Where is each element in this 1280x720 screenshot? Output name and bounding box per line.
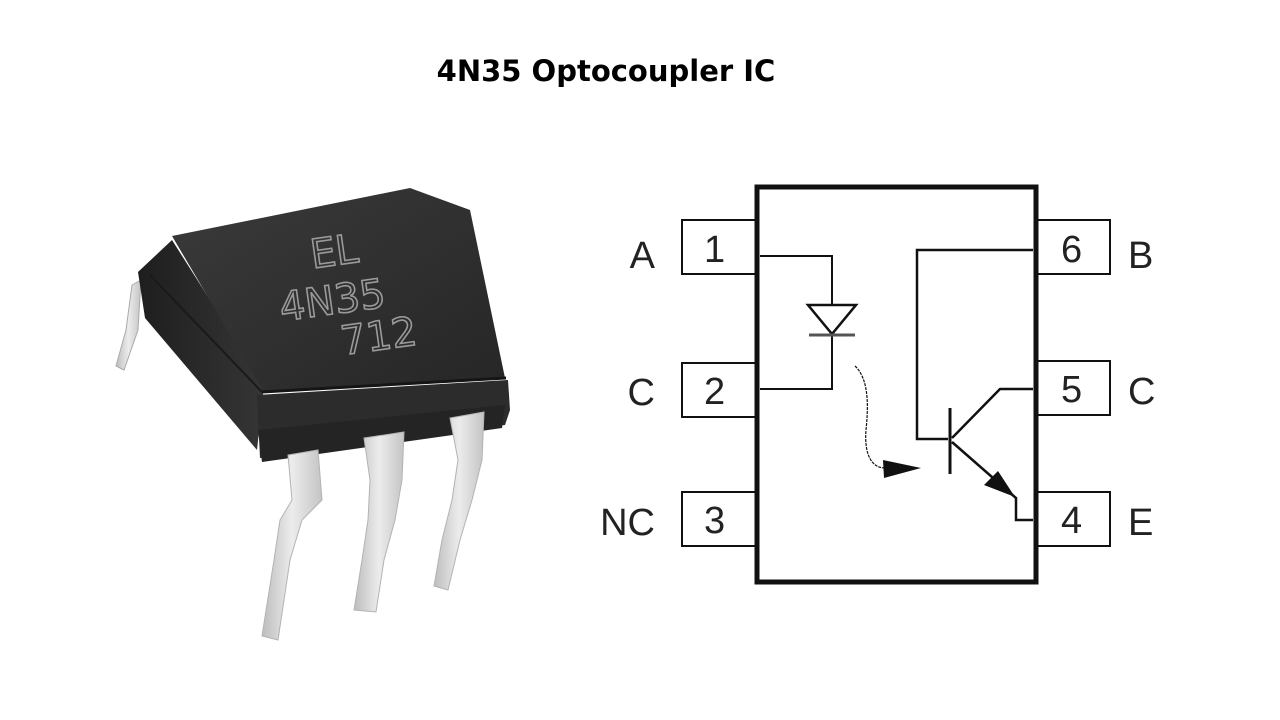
pin-number-3: 3	[704, 500, 725, 542]
pin-box-5	[1035, 360, 1111, 416]
light-arrow-icon	[883, 460, 921, 478]
pin-label-4: E	[1128, 502, 1153, 544]
pin-labels: A C NC B C E	[600, 235, 1155, 544]
emitter-wire	[951, 441, 1033, 522]
led-wire-cathode	[760, 335, 833, 390]
collector-wire	[951, 387, 1033, 439]
pin-box-2	[681, 362, 758, 418]
pin-number-5: 5	[1061, 369, 1082, 411]
page-title: 4N35 Optocoupler IC	[436, 54, 776, 88]
pin-label-5: C	[1128, 371, 1155, 413]
pin-label-6: B	[1128, 235, 1153, 277]
pin-number-2: 2	[704, 371, 725, 413]
pin-box-3	[681, 491, 758, 547]
chip-photo: EL 4N35 712	[115, 188, 510, 641]
pin-number-1: 1	[704, 229, 725, 271]
base-wire	[915, 248, 1033, 441]
light-path	[854, 365, 886, 469]
pin-box-6	[1035, 219, 1111, 275]
led-diode-icon	[805, 303, 859, 336]
chip-side-face	[138, 240, 264, 450]
emitter-arrow-icon	[984, 471, 1015, 497]
led-wire-anode	[760, 255, 833, 305]
pin-number-6: 6	[1061, 229, 1082, 271]
pin-box-1	[681, 219, 758, 275]
chip-lead-3	[433, 411, 485, 591]
pin-box-4	[1035, 491, 1111, 547]
chip-lead-1	[261, 449, 323, 641]
pin-label-3: NC	[600, 502, 655, 544]
chip-marking-line-1: EL	[308, 226, 362, 278]
chip-lead-back	[115, 279, 142, 371]
pin-numbers: 1 2 3 6 5 4	[704, 229, 1082, 542]
chip-marking-line-3: 712	[338, 309, 420, 365]
pin-number-4: 4	[1061, 500, 1082, 542]
chip-top-face	[172, 188, 505, 392]
pinout-diagram	[681, 184, 1111, 585]
pin-label-1: A	[630, 235, 656, 277]
chip-lead-2	[353, 431, 405, 613]
pin-label-2: C	[628, 372, 655, 414]
package-outline	[754, 184, 1039, 585]
